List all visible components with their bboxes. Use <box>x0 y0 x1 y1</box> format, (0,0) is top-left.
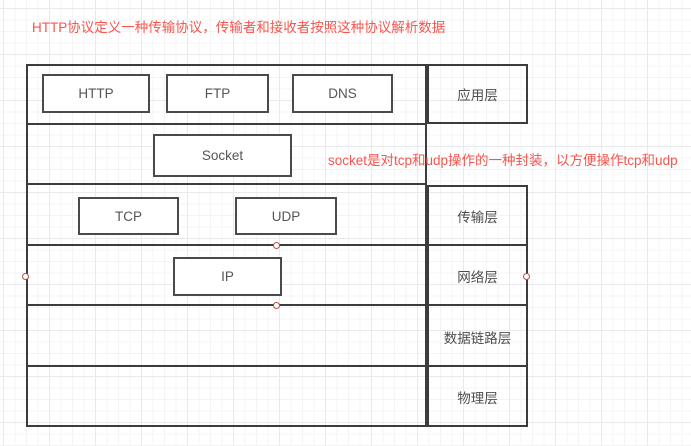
row-divider <box>26 365 528 367</box>
connection-handle-bottom[interactable] <box>273 302 280 309</box>
http-protocol-note[interactable]: HTTP协议定义一种传输协议，传输者和接收者按照这种协议解析数据 <box>32 20 446 35</box>
row-divider <box>26 123 427 125</box>
socket-box[interactable]: Socket <box>153 134 292 177</box>
layer-label-transport[interactable]: 传输层 <box>457 209 498 225</box>
layer-label-network[interactable]: 网络层 <box>457 270 498 285</box>
connection-handle-left[interactable] <box>22 273 29 280</box>
connection-handle-right[interactable] <box>523 273 530 280</box>
http-box[interactable]: HTTP <box>42 74 150 113</box>
ftp-box[interactable]: FTP <box>166 74 269 113</box>
layer-label-physical[interactable]: 物理层 <box>457 391 498 406</box>
ip-box[interactable]: IP <box>173 257 282 296</box>
dns-box[interactable]: DNS <box>292 74 393 113</box>
connection-handle-top[interactable] <box>273 242 280 249</box>
row-datalink-layer[interactable] <box>26 306 427 367</box>
tcp-box[interactable]: TCP <box>78 197 179 235</box>
socket-note[interactable]: socket是对tcp和udp操作的一种封装，以方便操作tcp和udp <box>328 153 678 168</box>
udp-box[interactable]: UDP <box>235 197 337 235</box>
layer-label-application[interactable]: 应用层 <box>427 64 528 124</box>
row-physical-layer[interactable] <box>26 367 427 427</box>
row-divider <box>26 183 427 185</box>
layer-label-datalink[interactable]: 数据链路层 <box>443 330 512 346</box>
